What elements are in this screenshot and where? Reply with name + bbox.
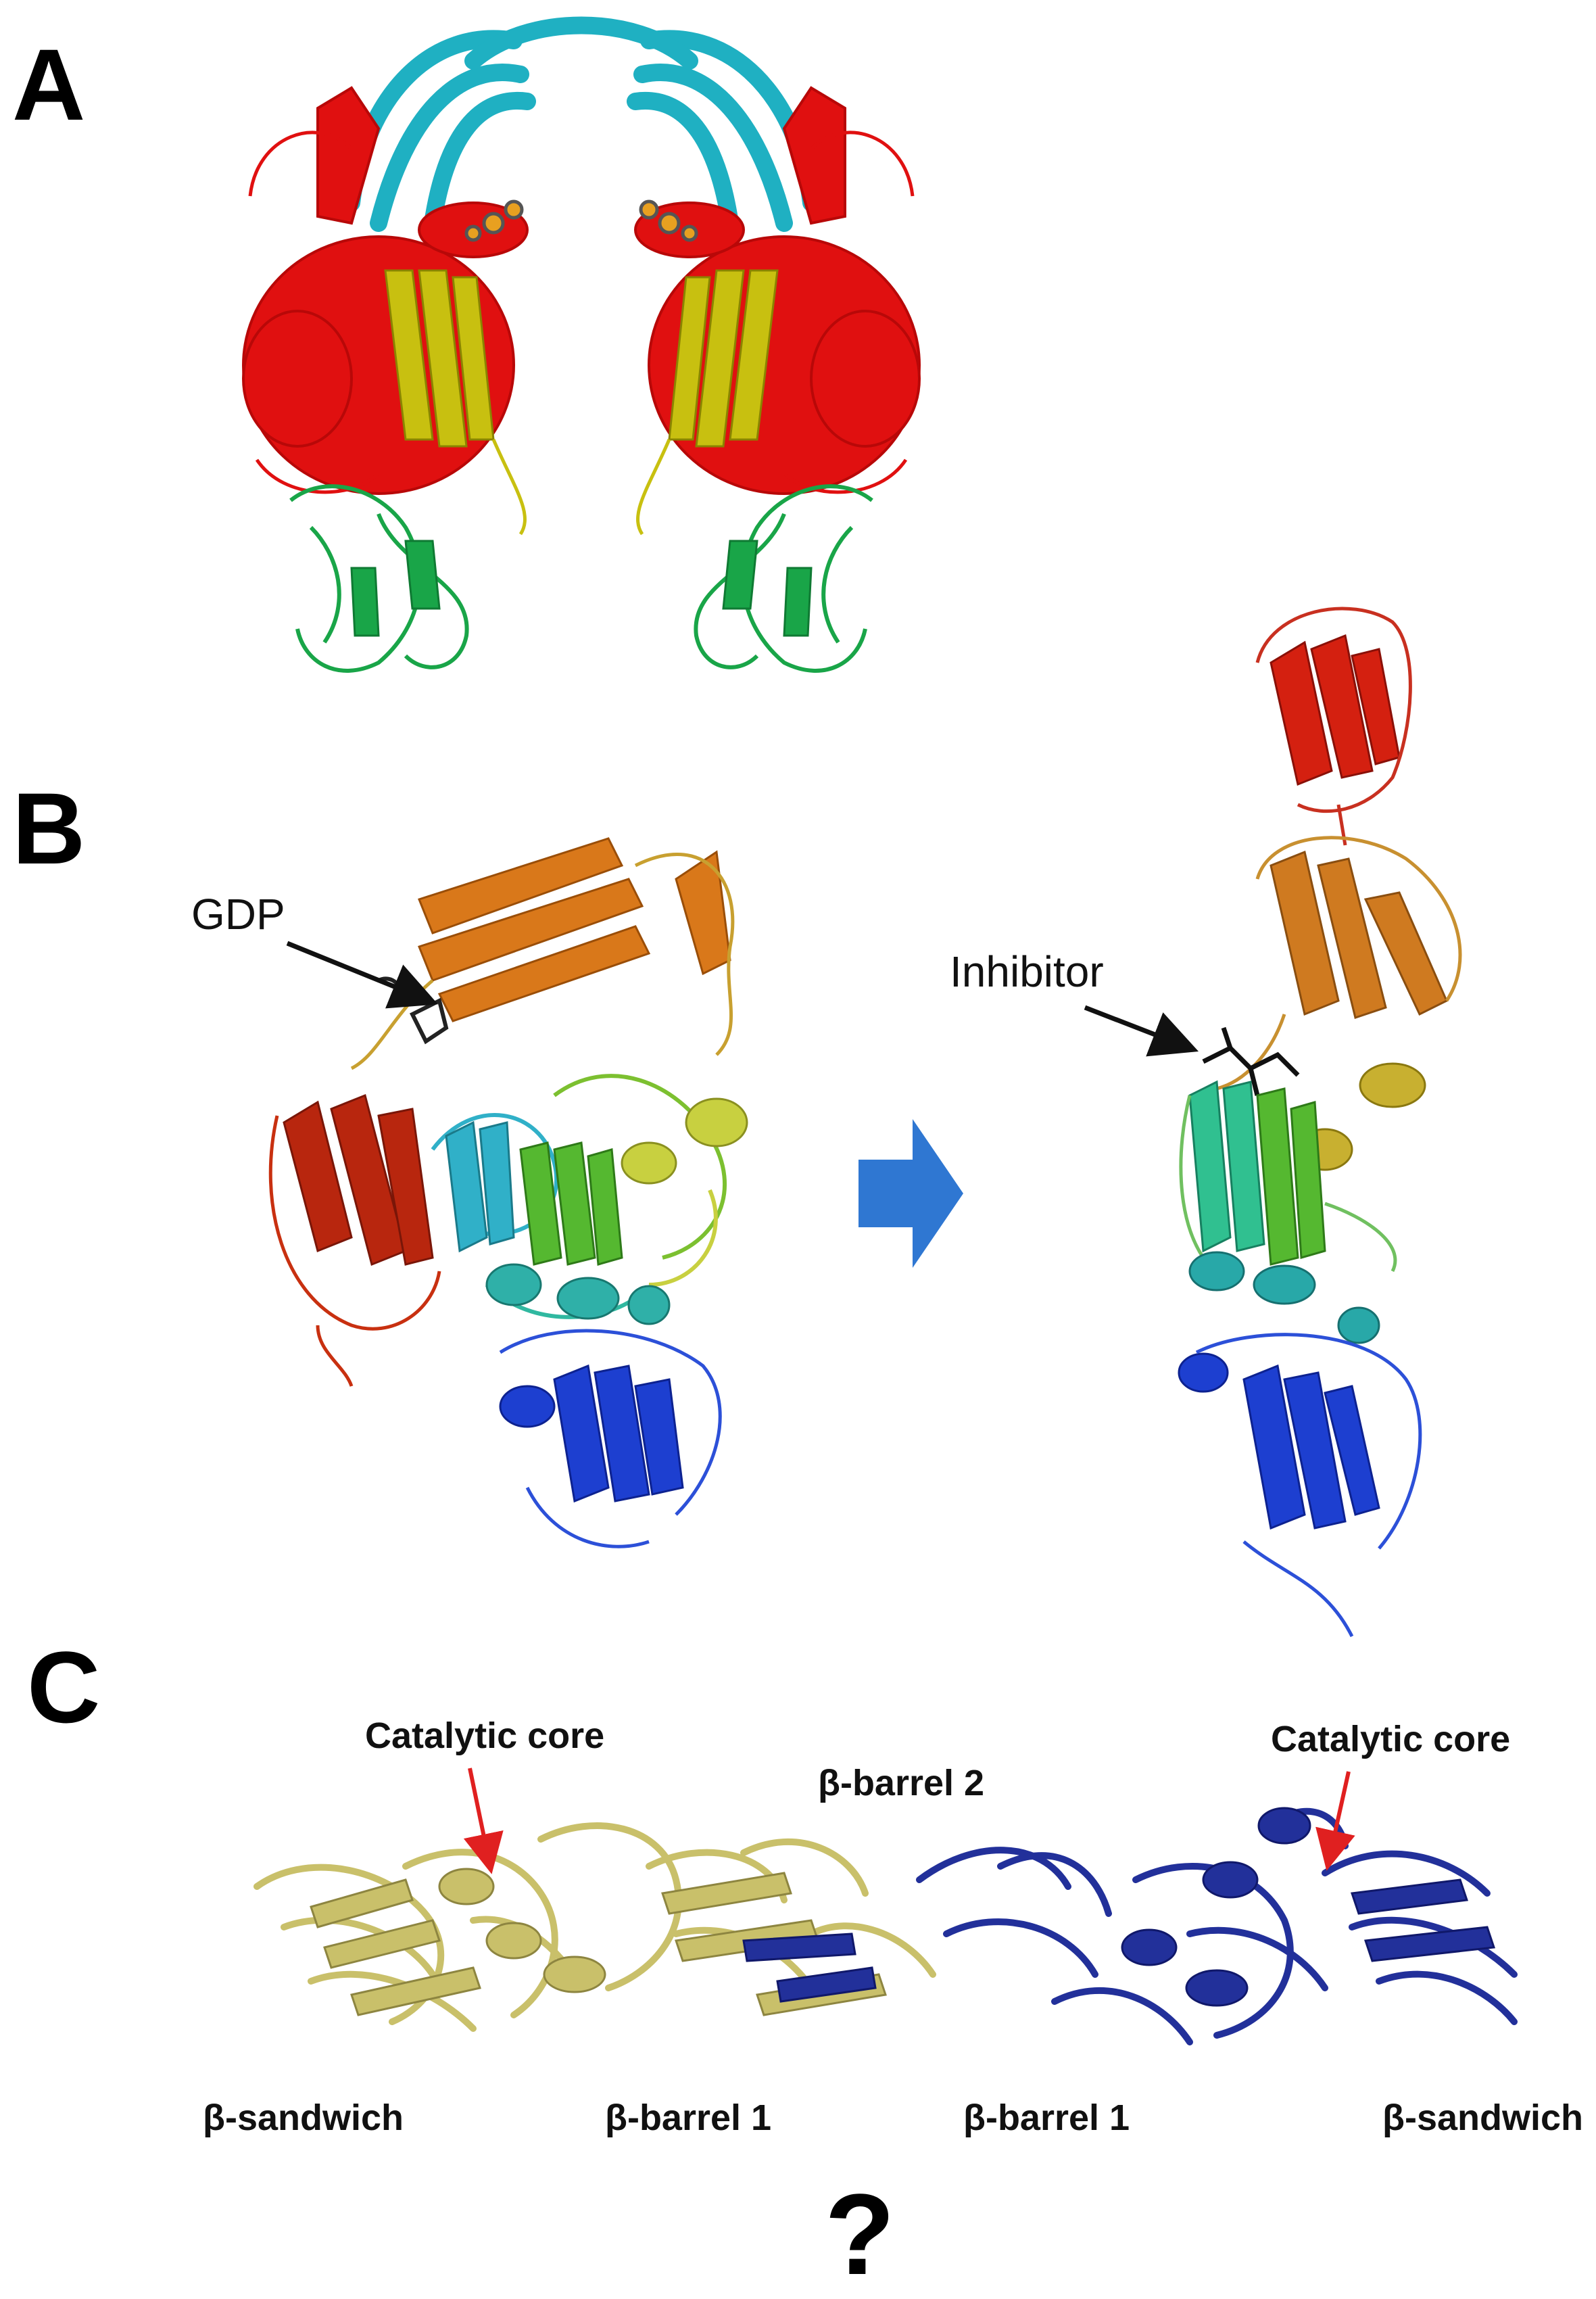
panel-c-left-monomer: [253, 1822, 936, 2032]
beta-barrel-2-label: β-barrel 2: [818, 1763, 985, 1803]
panel-a-green-domain: [289, 484, 873, 673]
panel-a-yellow-sheets: [384, 269, 779, 448]
panel-b-right-structure: [1178, 607, 1462, 1638]
transition-arrow: [859, 1119, 963, 1268]
catalytic-core-label-left: Catalytic core: [365, 1715, 605, 1756]
question-mark: ?: [825, 2171, 895, 2299]
panel-a-structure: [242, 16, 921, 673]
beta-barrel-1-label-right: β-barrel 1: [963, 2097, 1130, 2138]
panel-a-letter: A: [12, 28, 86, 141]
gdp-label: GDP: [191, 890, 285, 939]
panel-a-cyan-domain: [343, 16, 820, 232]
catalytic-core-arrow-left: [463, 1768, 504, 1874]
panel-a-ligands: [464, 199, 698, 242]
beta-barrel-1-label-left: β-barrel 1: [605, 2097, 772, 2138]
gdp-pointer-arrow: [286, 941, 438, 1009]
inhibitor-label: Inhibitor: [950, 947, 1104, 996]
catalytic-core-arrow-right: [1315, 1771, 1355, 1871]
catalytic-core-label-right: Catalytic core: [1271, 1719, 1511, 1759]
panel-c-right-monomer: [742, 1807, 1518, 2045]
panel-b-left-structure: [268, 837, 748, 1548]
inhibitor-pointer-arrow: [1084, 1005, 1199, 1057]
panel-c-letter: C: [27, 1630, 101, 1744]
beta-sandwich-label-right: β-sandwich: [1382, 2097, 1583, 2138]
panel-b-letter: B: [12, 772, 86, 885]
beta-sandwich-label-left: β-sandwich: [203, 2097, 404, 2138]
panel-a-red-domain: [242, 86, 921, 495]
